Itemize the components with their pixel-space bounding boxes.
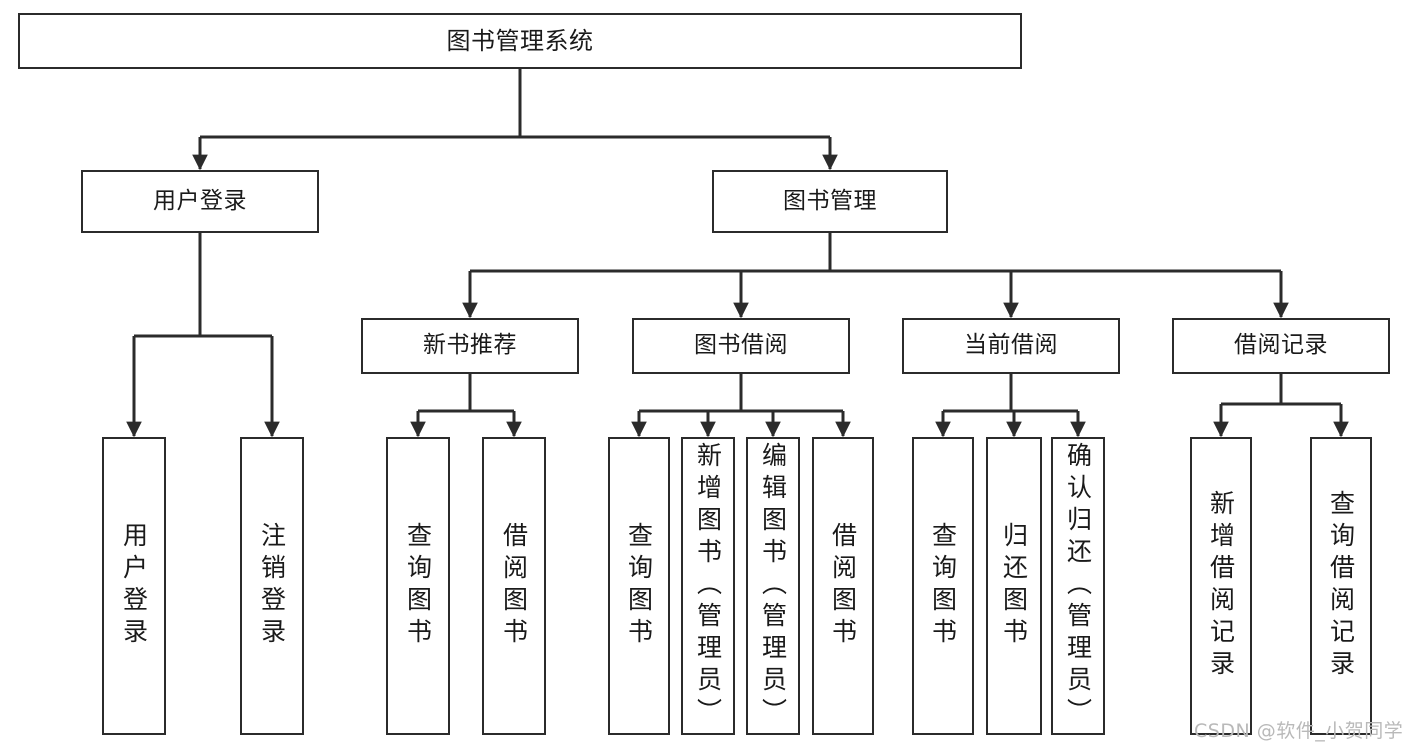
node-label-leaf-confirm-return: 确认归还（管理员） [1063,442,1093,730]
node-label-leaf-return-book: 归还图书 [999,522,1029,650]
node-label-root: 图书管理系统 [446,26,594,55]
node-leaf-user-logout[interactable]: 注销登录 [240,437,304,735]
node-leaf-edit-book[interactable]: 编辑图书（管理员） [746,437,800,735]
node-label-book-borrow: 图书借阅 [694,332,788,359]
node-leaf-user-login[interactable]: 用户登录 [102,437,166,735]
node-label-leaf-query-record: 查询借阅记录 [1326,490,1356,682]
node-leaf-query-book-1[interactable]: 查询图书 [386,437,450,735]
node-label-current-borrow: 当前借阅 [964,332,1058,359]
node-label-leaf-query-book-3: 查询图书 [928,522,958,650]
node-label-leaf-add-book: 新增图书（管理员） [693,442,723,730]
node-leaf-query-record[interactable]: 查询借阅记录 [1310,437,1372,735]
node-book-manage[interactable]: 图书管理 [712,170,948,233]
node-label-borrow-record: 借阅记录 [1234,332,1328,359]
node-book-borrow[interactable]: 图书借阅 [632,318,850,374]
node-leaf-add-record[interactable]: 新增借阅记录 [1190,437,1252,735]
node-leaf-return-book[interactable]: 归还图书 [986,437,1042,735]
node-current-borrow[interactable]: 当前借阅 [902,318,1120,374]
node-label-leaf-borrow-book-1: 借阅图书 [499,522,529,650]
node-label-user-login: 用户登录 [153,187,247,214]
node-leaf-borrow-book-2[interactable]: 借阅图书 [812,437,874,735]
node-borrow-record[interactable]: 借阅记录 [1172,318,1390,374]
node-label-leaf-query-book-2: 查询图书 [624,522,654,650]
node-label-leaf-borrow-book-2: 借阅图书 [828,522,858,650]
node-new-book-rec[interactable]: 新书推荐 [361,318,579,374]
node-leaf-query-book-2[interactable]: 查询图书 [608,437,670,735]
node-root[interactable]: 图书管理系统 [18,13,1022,69]
node-leaf-add-book[interactable]: 新增图书（管理员） [681,437,735,735]
node-leaf-borrow-book-1[interactable]: 借阅图书 [482,437,546,735]
node-label-leaf-query-book-1: 查询图书 [403,522,433,650]
node-leaf-query-book-3[interactable]: 查询图书 [912,437,974,735]
node-label-leaf-user-login: 用户登录 [119,522,149,650]
node-label-leaf-add-record: 新增借阅记录 [1206,490,1236,682]
node-user-login[interactable]: 用户登录 [81,170,319,233]
node-label-leaf-edit-book: 编辑图书（管理员） [758,442,788,730]
node-label-book-manage: 图书管理 [783,187,877,214]
node-leaf-confirm-return[interactable]: 确认归还（管理员） [1051,437,1105,735]
node-label-new-book-rec: 新书推荐 [423,332,517,359]
node-label-leaf-user-logout: 注销登录 [257,522,287,650]
